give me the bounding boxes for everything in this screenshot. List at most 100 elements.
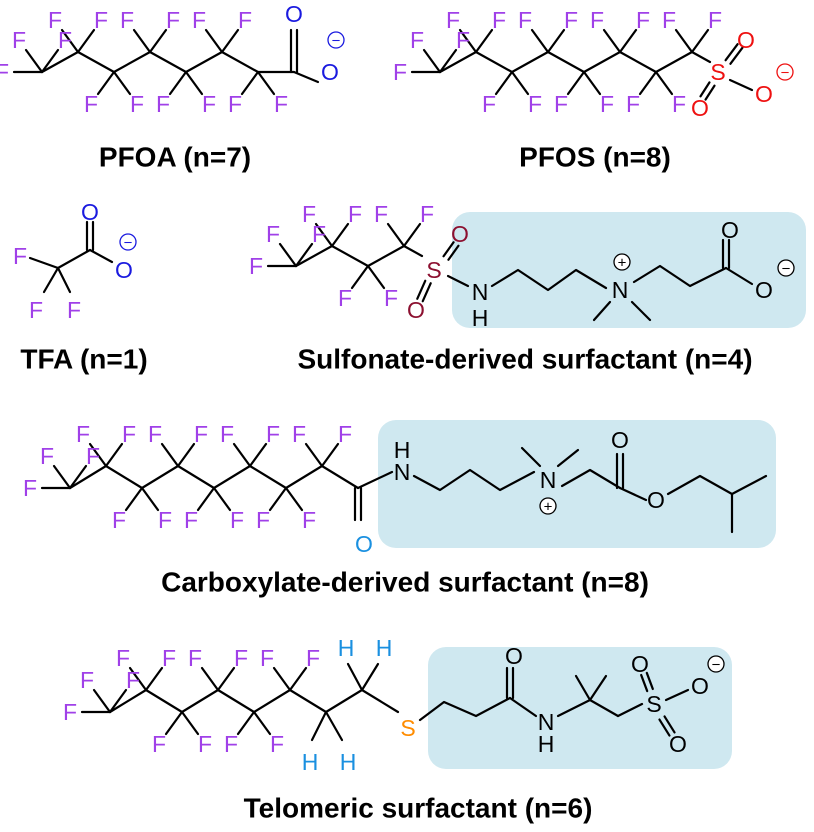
c-f-bond (252, 710, 272, 736)
fluorine-atom: F (270, 731, 284, 757)
caption-tfa: TFA (n=1) (20, 344, 147, 375)
methyl-bond (520, 446, 542, 468)
c-f-bond (674, 28, 694, 54)
pfos-s-o-double (699, 81, 711, 98)
carboxylate-tail-backbone (68, 464, 360, 490)
fluorine-atom: F (446, 7, 460, 33)
c-f-bond (330, 222, 350, 248)
c-f-bond (256, 70, 276, 96)
c-f-bond (24, 48, 44, 74)
sulfonate-oxygen: O (631, 651, 649, 677)
amide-hydrogen: H (394, 437, 411, 463)
carboxylate-negative-charge: − (782, 261, 791, 278)
amide-hydrogen: H (538, 731, 555, 757)
caption-telomeric-surfactant: Telomeric surfactant (n=6) (244, 793, 593, 824)
sulfonate-sulfur: S (646, 691, 661, 717)
sulfonate-negative-charge-ring (707, 655, 725, 673)
pfos-negative-charge-ring (776, 63, 794, 81)
fluorine-atom: F (23, 475, 37, 501)
c-f-bond (248, 442, 268, 468)
c-f-bond (422, 48, 442, 74)
fluorine-atom: F (393, 59, 407, 85)
fluorine-atom: F (410, 27, 424, 53)
methyl-bond (630, 300, 652, 322)
methyl-bond (556, 448, 580, 468)
tfa-c-c-bond (56, 248, 92, 270)
carboxylate-anion-oxygen: O (755, 277, 773, 303)
fluorine-atom: F (348, 201, 362, 227)
fluorine-atom: F (152, 731, 166, 757)
fluorine-atom: F (249, 253, 263, 279)
propyl-linker (412, 468, 536, 492)
fluorine-atom: F (302, 201, 316, 227)
methylene-bond (588, 698, 620, 718)
sulfonate-s-o-double (658, 718, 671, 737)
c-f-bond (160, 442, 180, 468)
c-f-bond (60, 28, 80, 54)
c-f-bond (494, 70, 514, 96)
amide-nitrogen: N (394, 459, 411, 485)
sulfonamide-s-o-double (416, 279, 427, 300)
carboxylate-c-o-bond (724, 266, 754, 286)
bond-lines (12, 28, 768, 742)
c-f-bond (278, 242, 298, 268)
carbonyl-oxygen: O (721, 217, 739, 243)
caption-carboxylate-surfactant: Carboxylate-derived surfactant (n=8) (161, 567, 649, 598)
c-f-bond (144, 666, 164, 692)
c-f-bond (268, 486, 288, 512)
fluorine-atom: F (224, 731, 238, 757)
pfos-s-o-bond (728, 78, 754, 92)
carboxylate-headgroup-highlight (378, 420, 776, 548)
c-f-bond (510, 70, 530, 96)
pfos-anion-oxygen: O (755, 81, 773, 107)
fluorine-atom: F (84, 91, 98, 117)
c-f-bond (216, 666, 236, 692)
c-f-bond (52, 464, 72, 490)
fluorine-atom: F (662, 7, 676, 33)
fluorine-atom: F (672, 91, 686, 117)
c-f-bond (42, 266, 60, 294)
c-h-bond (346, 662, 364, 692)
c-f-bond (314, 222, 334, 248)
amide-oxygen: O (505, 643, 523, 669)
sulfonamide-s-o-double (442, 241, 455, 258)
carboxyethyl-linker (632, 264, 728, 288)
sulfonamide-s-o-double (421, 282, 432, 303)
caption-sulfonate-surfactant: Sulfonate-derived surfactant (n=4) (297, 344, 752, 375)
pfos-backbone (438, 50, 712, 74)
fluorine-atom: F (228, 91, 242, 117)
fluorine-atom: F (274, 91, 288, 117)
fluorine-atom: F (86, 443, 100, 469)
c-f-bond (148, 28, 168, 54)
c-f-bond (546, 28, 566, 54)
hydrogen-atom: H (376, 635, 393, 661)
c-f-bond (76, 28, 96, 54)
isobutyl-chain (666, 474, 768, 496)
c-f-bond (200, 666, 220, 692)
c-f-bond (386, 222, 406, 248)
fluorine-atom: F (116, 645, 130, 671)
sulfonate-negative-charge: − (712, 657, 721, 674)
fluorine-atom: F (12, 27, 26, 53)
c-f-bond (196, 486, 216, 512)
quaternary-nitrogen: N (540, 467, 557, 493)
methyl-bond (588, 674, 608, 702)
sulfonate-s-o-double (645, 671, 654, 691)
c-f-bond (566, 70, 586, 96)
fluorine-atom: F (126, 667, 140, 693)
fluorine-atom: F (184, 507, 198, 533)
sulfonamide-sulfur: S (426, 257, 441, 283)
amide-oxygen: O (355, 531, 373, 557)
c-f-bond (140, 486, 160, 512)
propyl-linker (490, 268, 608, 292)
pfoa-c-o-bond (292, 70, 320, 84)
c-f-bond (176, 442, 196, 468)
caption-pfoa: PFOA (n=7) (99, 142, 251, 173)
fluorine-atom: F (130, 91, 144, 117)
c-f-bond (168, 70, 188, 96)
fluorine-atom: F (162, 645, 176, 671)
c-f-bond (104, 442, 124, 468)
amide-nitrogen: N (538, 709, 555, 735)
c-f-bond (128, 666, 148, 692)
